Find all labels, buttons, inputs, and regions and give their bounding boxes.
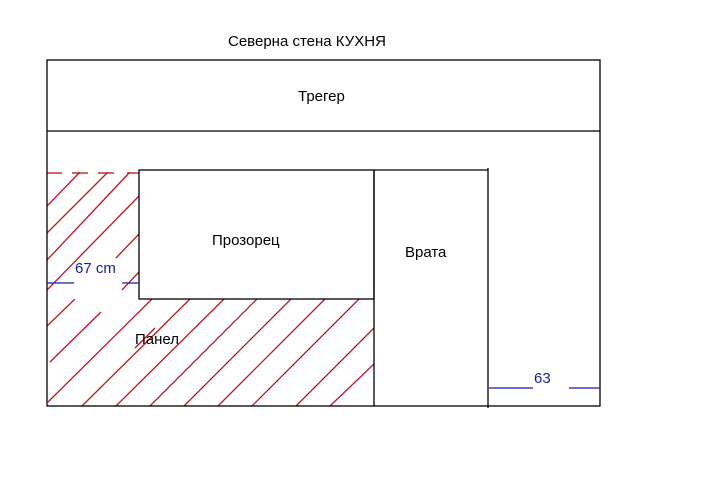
right-width-dimension: 63 (534, 370, 551, 387)
diagram-title: Северна стена КУХНЯ (228, 33, 386, 50)
panel-label: Панел (135, 331, 180, 348)
dimension-lines (47, 282, 600, 389)
left-width-dimension: 67 cm (75, 260, 116, 277)
beam-label: Трегер (298, 88, 345, 105)
panel-hatch-left (47, 172, 139, 291)
wall-outline (46, 59, 601, 408)
door-label: Врата (405, 244, 447, 261)
window-label: Прозорец (212, 232, 280, 249)
panel-hatch-bottom (47, 299, 374, 406)
